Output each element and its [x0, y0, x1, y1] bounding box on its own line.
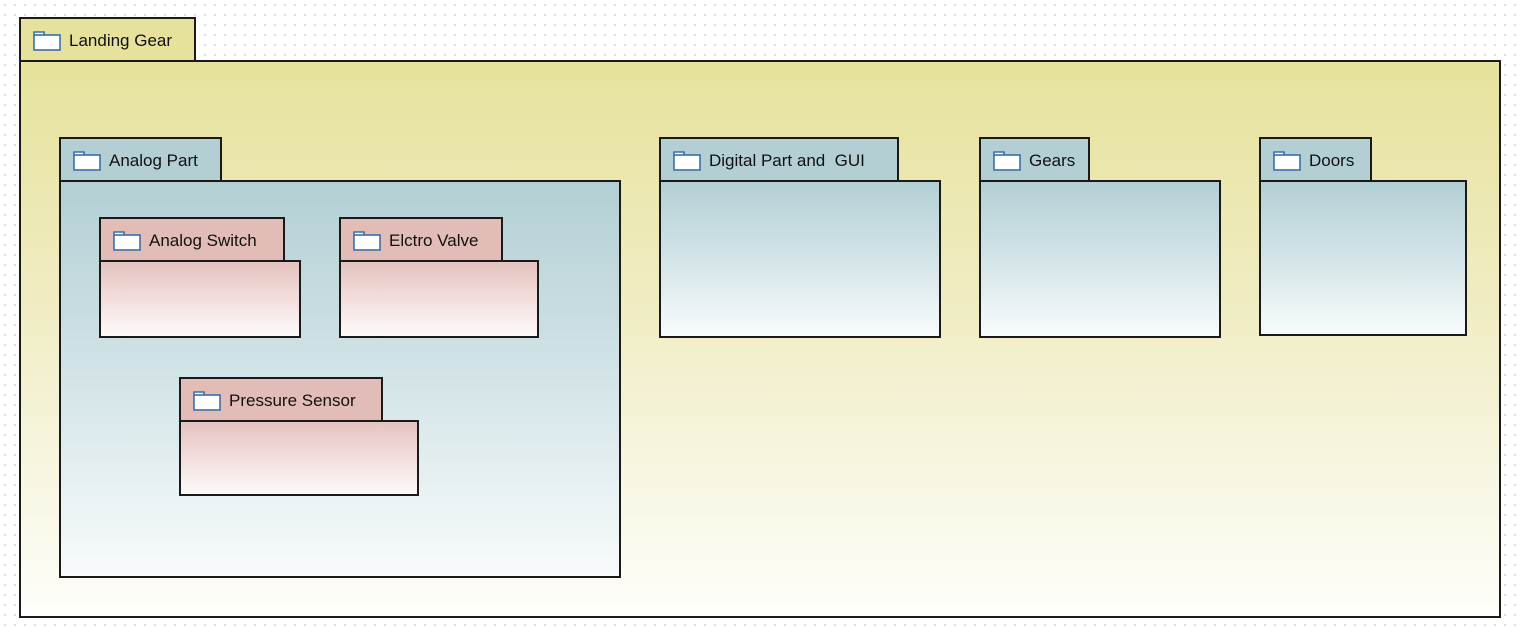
folder-icon [353, 230, 381, 251]
package-label-pressure-sensor: Pressure Sensor [229, 390, 356, 410]
package-tab-doors[interactable]: Doors [1259, 137, 1372, 182]
folder-icon [33, 30, 61, 51]
package-label-elctro-valve: Elctro Valve [389, 230, 479, 250]
package-tab-landing-gear[interactable]: Landing Gear [19, 17, 196, 62]
package-body-analog-switch[interactable] [99, 260, 301, 338]
package-tab-elctro-valve[interactable]: Elctro Valve [339, 217, 503, 262]
package-tab-analog-switch[interactable]: Analog Switch [99, 217, 285, 262]
package-tab-analog-part[interactable]: Analog Part [59, 137, 222, 182]
package-label-digital-part-gui: Digital Part and GUI [709, 150, 865, 170]
package-tab-digital-part-gui[interactable]: Digital Part and GUI [659, 137, 899, 182]
package-body-gears[interactable] [979, 180, 1221, 338]
folder-icon [993, 150, 1021, 171]
package-body-pressure-sensor[interactable] [179, 420, 419, 496]
package-label-analog-part: Analog Part [109, 150, 198, 170]
package-label-landing-gear: Landing Gear [69, 30, 173, 50]
folder-icon [113, 230, 141, 251]
package-tab-gears[interactable]: Gears [979, 137, 1090, 182]
folder-icon [673, 150, 701, 171]
package-body-digital-part-gui[interactable] [659, 180, 941, 338]
folder-icon [73, 150, 101, 171]
package-tab-pressure-sensor[interactable]: Pressure Sensor [179, 377, 383, 422]
package-label-gears: Gears [1029, 150, 1076, 170]
package-label-doors: Doors [1309, 150, 1355, 170]
folder-icon [193, 390, 221, 411]
folder-icon [1273, 150, 1301, 171]
package-label-analog-switch: Analog Switch [149, 230, 257, 250]
package-body-elctro-valve[interactable] [339, 260, 539, 338]
package-body-doors[interactable] [1259, 180, 1467, 336]
